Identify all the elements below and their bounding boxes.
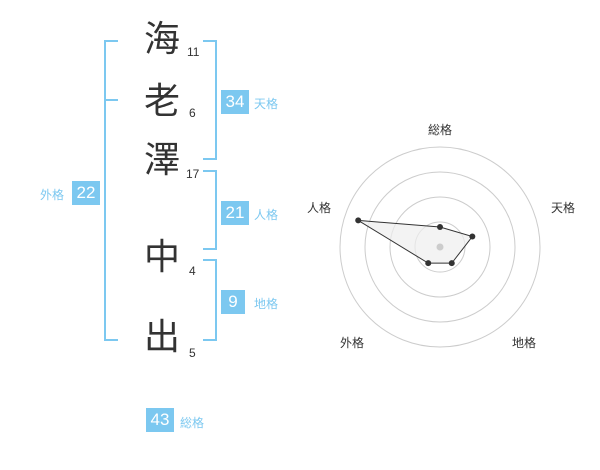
gaikaku-bracket-tick bbox=[104, 99, 118, 101]
chikaku-value: 9 bbox=[221, 290, 245, 314]
chikaku-label: 地格 bbox=[254, 297, 279, 311]
radar-shape bbox=[357, 219, 474, 264]
soukaku-value: 43 bbox=[146, 408, 174, 432]
name-char-4: 中 bbox=[143, 237, 180, 278]
gaikaku-bracket bbox=[104, 40, 118, 341]
tenkaku-bracket bbox=[203, 40, 217, 160]
gaikaku-value: 22 bbox=[72, 181, 100, 205]
radar-axis-soukaku: 総格 bbox=[428, 122, 452, 137]
radar-rings bbox=[339, 146, 541, 348]
radar-ring-4 bbox=[339, 146, 541, 348]
stroke-count-5: 5 bbox=[189, 346, 196, 360]
stroke-count-2: 6 bbox=[189, 106, 196, 120]
jinkaku-bracket bbox=[203, 170, 217, 250]
stroke-count-4: 4 bbox=[189, 264, 196, 278]
stroke-count-3: 17 bbox=[186, 167, 200, 181]
jinkaku-label: 人格 bbox=[254, 208, 279, 222]
stroke-count-1: 11 bbox=[187, 45, 200, 59]
tenkaku-value: 34 bbox=[221, 90, 249, 114]
name-char-5: 出 bbox=[143, 317, 180, 358]
radar-axis-gaikaku: 外格 bbox=[340, 335, 364, 350]
radar-point-2 bbox=[469, 233, 476, 240]
radar-axis-tenkaku: 天格 bbox=[551, 200, 575, 215]
gaikaku-label: 外格 bbox=[40, 188, 65, 202]
radar-ring-2 bbox=[389, 196, 491, 298]
radar-axis-chikaku: 地格 bbox=[512, 335, 536, 350]
name-char-2: 老 bbox=[143, 81, 180, 122]
name-char-3: 澤 bbox=[143, 140, 180, 181]
radar-center-dot bbox=[436, 243, 444, 251]
radar-point-1 bbox=[437, 224, 443, 230]
radar-ring-3 bbox=[364, 171, 516, 323]
radar-points bbox=[355, 217, 476, 267]
tenkaku-label: 天格 bbox=[254, 97, 279, 111]
radar-point-4 bbox=[425, 260, 432, 267]
radar-axis-jinkaku: 人格 bbox=[307, 200, 331, 215]
soukaku-label: 総格 bbox=[180, 416, 205, 430]
name-char-1: 海 bbox=[143, 19, 180, 60]
jinkaku-value: 21 bbox=[221, 201, 249, 225]
chikaku-bracket bbox=[203, 259, 217, 341]
radar-point-3 bbox=[448, 260, 455, 267]
radar-point-5 bbox=[355, 217, 362, 224]
